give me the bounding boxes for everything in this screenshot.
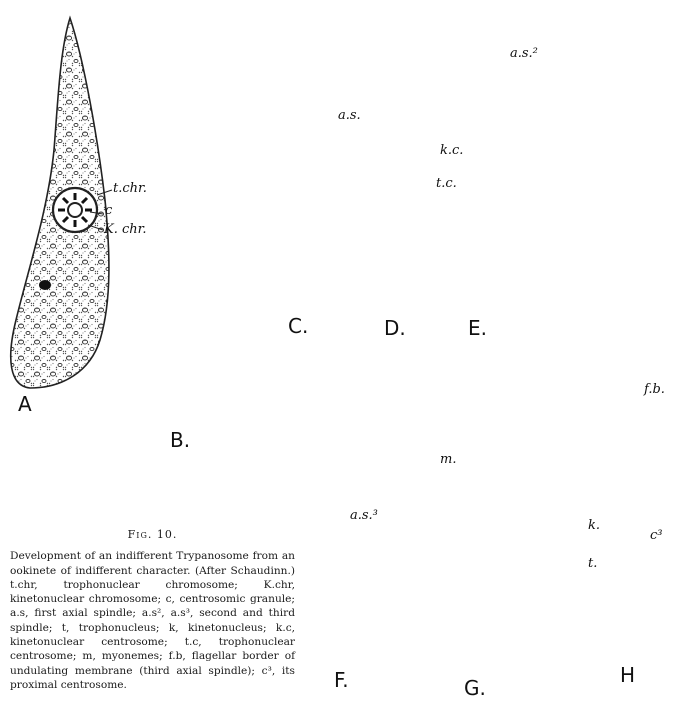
- panel-label-h: H: [620, 663, 635, 687]
- panel-label-b: B.: [170, 428, 190, 452]
- annotation-myonemes: m.: [440, 452, 456, 467]
- annotation-first-axial-spindle: a.s.: [338, 108, 361, 123]
- caption-body: Development of an indifferent Trypanosom…: [10, 550, 295, 691]
- annotation-kinetonucleus: k.: [588, 518, 600, 533]
- panel-label-e: E.: [468, 316, 487, 340]
- annotation-trophonuclear-chromosome: t.chr.: [113, 181, 147, 196]
- panel-label-a: A: [18, 392, 32, 416]
- panel-label-g: G.: [464, 676, 486, 700]
- panel-label-f: F.: [334, 668, 349, 692]
- annotation-flagellar-border: f.b.: [644, 382, 665, 397]
- annotation-second-axial-spindle: a.s.²: [510, 46, 538, 61]
- annotation-kinetonuclear-centrosome: k.c.: [440, 143, 463, 158]
- panel-label-d: D.: [384, 316, 406, 340]
- annotation-centrosomic-granule: c: [105, 203, 112, 218]
- annotation-kinetonuclear-chromosome: K. chr.: [104, 222, 147, 237]
- annotation-trophonuclear-centrosome: t.c.: [436, 176, 457, 191]
- annotation-proximal-centrosome: c³: [650, 528, 663, 543]
- annotation-third-axial-spindle: a.s.³: [350, 508, 378, 523]
- figure-caption: Fig. 10. Development of an indifferent T…: [10, 528, 295, 692]
- caption-title: Fig. 10.: [10, 528, 295, 542]
- panel-label-c: C.: [288, 314, 308, 338]
- annotation-trophonucleus: t.: [588, 556, 597, 571]
- cell-a: [11, 18, 112, 388]
